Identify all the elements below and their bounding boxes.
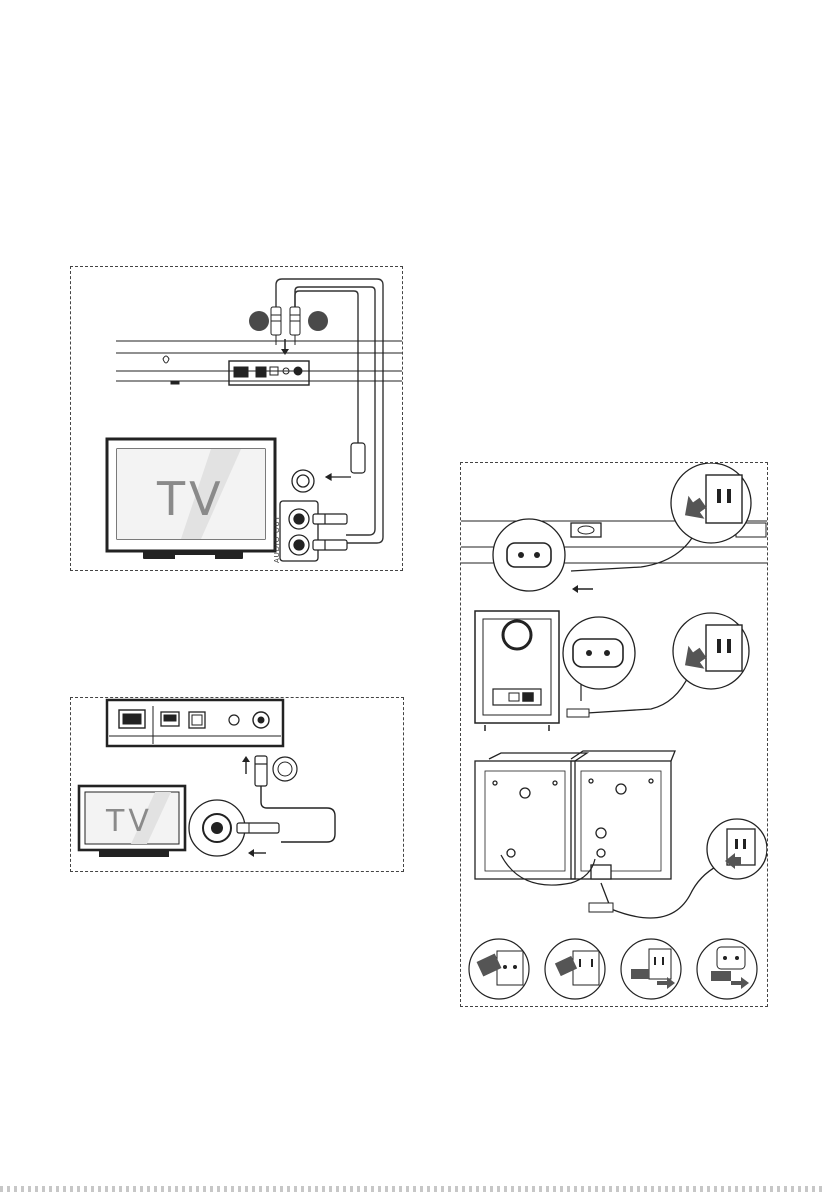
ac-inlet-magnifier xyxy=(563,617,635,689)
arrow-icon xyxy=(572,585,593,593)
coaxial-connection-drawing xyxy=(71,698,404,872)
power-connection-drawing xyxy=(461,463,768,1007)
plug-variant-2 xyxy=(545,939,605,999)
plug-variant-4 xyxy=(697,939,757,999)
soundbar-ports xyxy=(107,700,283,746)
subwoofer-rear xyxy=(475,611,559,731)
coax-port-icon xyxy=(273,757,297,781)
plug-icon xyxy=(567,709,589,717)
ac-inlet-magnifier xyxy=(493,519,565,591)
coax-port-inner xyxy=(278,762,292,776)
plug-variant-1 xyxy=(469,939,529,999)
left-marker-ball xyxy=(249,311,269,331)
analog-connection-drawing xyxy=(71,267,403,571)
speaker-pair-rear xyxy=(475,751,675,879)
tv-label: TV xyxy=(106,804,153,839)
regional-plug-variants xyxy=(469,939,757,999)
wall-socket-icon xyxy=(673,613,749,689)
wall-socket-icon xyxy=(707,819,767,879)
tv-label: TV xyxy=(157,472,225,526)
rca-port-panel xyxy=(280,470,318,561)
jack-plug-icon xyxy=(326,443,365,480)
plug-variant-3 xyxy=(621,939,681,999)
analog-connection-panel: TV AUDIO OUT xyxy=(70,266,403,571)
rca-plug-icon xyxy=(255,756,267,786)
coaxial-connection-panel: TV xyxy=(70,697,404,872)
wall-socket-icon xyxy=(671,463,751,543)
soundbar-rear xyxy=(116,341,403,385)
right-marker-ball xyxy=(308,311,328,331)
plug-icon xyxy=(589,903,613,912)
power-connection-panel xyxy=(460,462,768,1007)
audio-out-label: AUDIO OUT xyxy=(274,515,281,563)
footer-text-strip xyxy=(0,1186,823,1192)
